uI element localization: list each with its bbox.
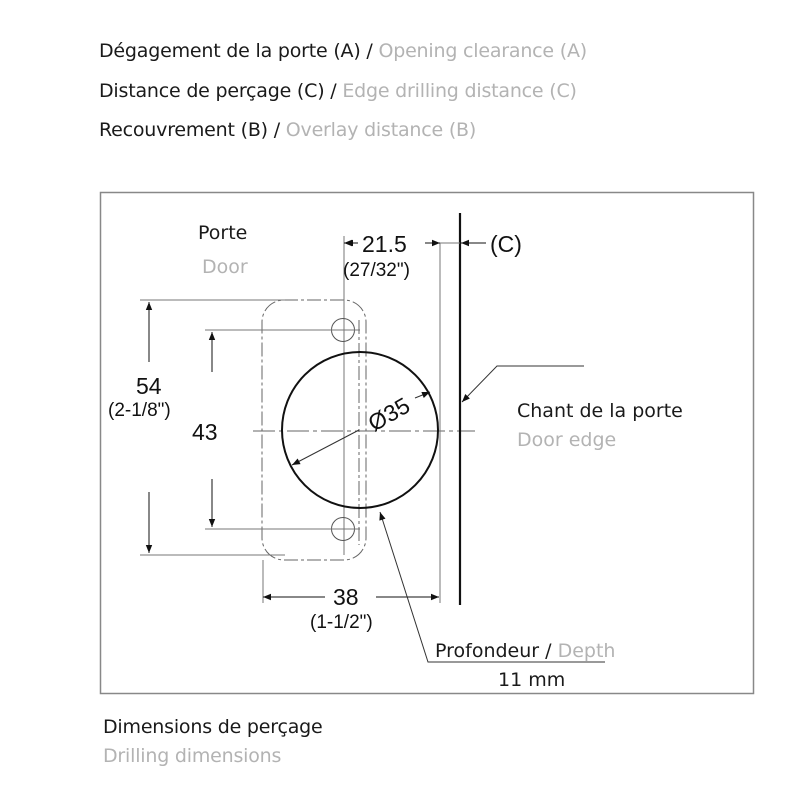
depth-leader (379, 511, 605, 663)
depth-label: Profondeur / Depth (435, 640, 615, 662)
caption: Dimensions de perçage Drilling dimension… (103, 713, 323, 771)
dim-38-imperial: (1-1/2") (310, 612, 373, 633)
door-label-en: Door (202, 256, 248, 278)
caption-en: Drilling dimensions (103, 745, 282, 767)
legend-item-overlay-distance: Recouvrement (B) / Overlay distance (B) (99, 119, 477, 141)
dim-21-5: 21.5 (362, 231, 407, 257)
legend-item-opening-clearance: Dégagement de la porte (A) / Opening cle… (99, 40, 587, 62)
door-edge-label-fr: Chant de la porte (517, 400, 683, 422)
door-label-fr: Porte (198, 222, 247, 244)
door-edge-label-en: Door edge (517, 429, 616, 451)
caption-fr: Dimensions de perçage (103, 716, 323, 738)
diagram-frame (99, 191, 755, 695)
dim-54: 54 (136, 373, 162, 399)
depth-value: 11 mm (498, 669, 565, 691)
c-marker: (C) (490, 231, 522, 257)
door-edge-leader (461, 365, 584, 403)
legend: Dégagement de la porte (A) / Opening cle… (99, 32, 587, 151)
dim-54-imperial: (2-1/8") (108, 400, 171, 421)
diameter-arrow-lower (291, 429, 360, 466)
dim-diameter-35: Ø35 (364, 392, 415, 436)
dim-38: 38 (333, 584, 359, 610)
legend-item-edge-drilling-distance: Distance de perçage (C) / Edge drilling … (99, 79, 577, 102)
mounting-plate-outline (261, 299, 367, 561)
dim-21-5-imperial: (27/32") (343, 260, 410, 281)
diameter-arrow-upper (414, 391, 431, 399)
cup-hole (281, 351, 439, 509)
dim-43: 43 (192, 419, 218, 445)
